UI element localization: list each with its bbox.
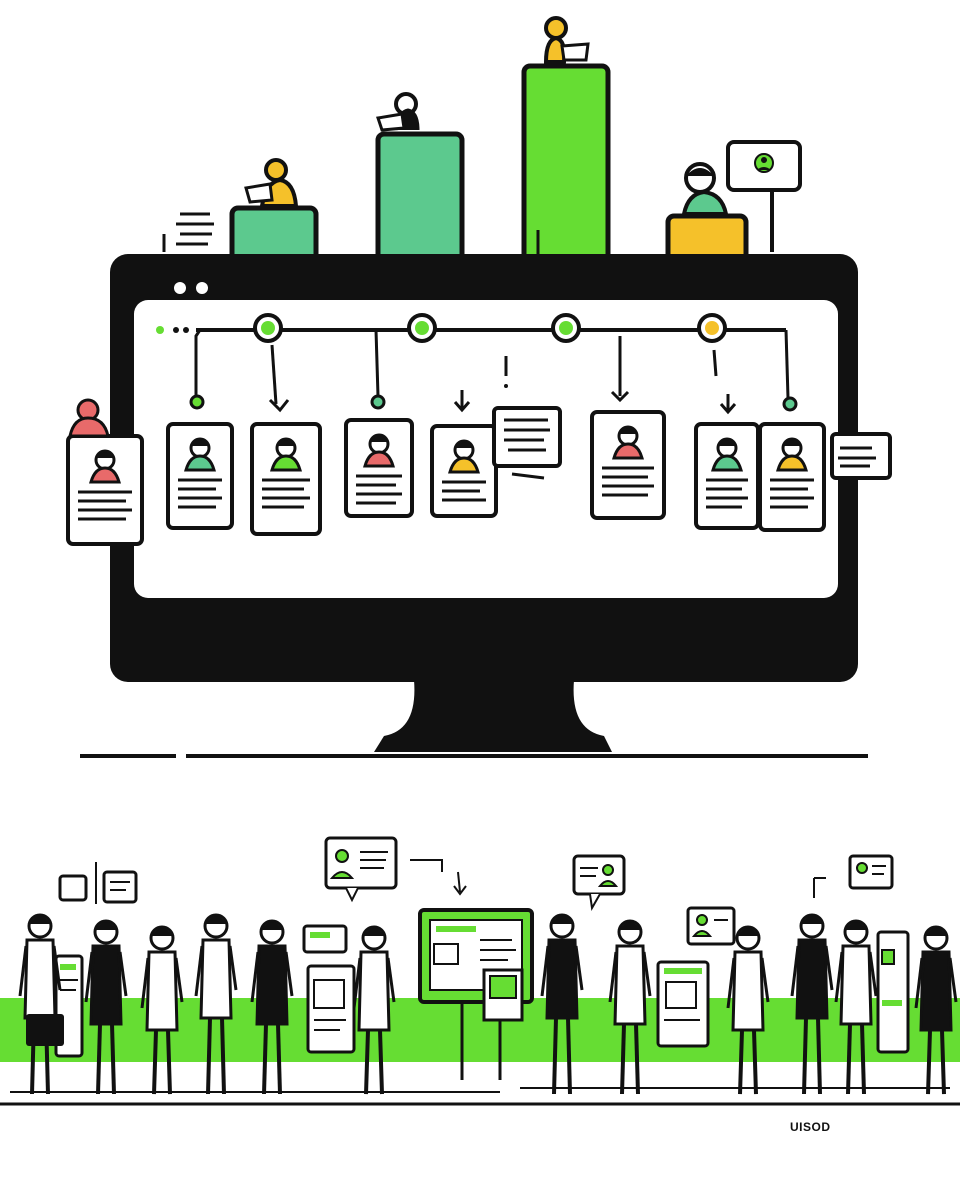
timeline-nodes [253, 313, 727, 343]
briefcase-icon [26, 1014, 64, 1046]
person-figure [194, 913, 238, 1095]
person-avatar-icon [776, 437, 808, 472]
speech-bubble-small-left [58, 862, 138, 904]
timeline-node [551, 313, 581, 343]
person-figure [18, 913, 62, 1095]
chat-bubble-icon [726, 140, 802, 252]
profile-card [66, 434, 144, 546]
profile-card [344, 418, 414, 518]
person-with-laptop-icon [376, 92, 420, 132]
timeline-node [407, 313, 437, 343]
person-figure [84, 919, 128, 1095]
profile-card [758, 422, 826, 532]
artist-signature: UISOD [790, 1120, 831, 1134]
person-avatar-icon [270, 437, 302, 472]
profile-card [430, 424, 498, 518]
person-figure [352, 925, 396, 1095]
note-card-center [492, 406, 562, 480]
person-avatar-icon [612, 425, 644, 460]
person-figure [540, 913, 584, 1095]
person-figure [726, 925, 770, 1095]
person-avatar-icon [363, 433, 395, 468]
person-with-laptop-icon [244, 158, 299, 208]
speech-bubble-profile-right [572, 854, 626, 912]
person-avatar-icon [681, 162, 729, 216]
person-figure [834, 919, 878, 1095]
note-card-right [830, 432, 892, 480]
standing-board-far-right [876, 930, 910, 1054]
crowd-people [18, 913, 958, 1095]
timeline-node [697, 313, 727, 343]
speech-bubble-left-mid [302, 924, 348, 954]
person-figure [608, 919, 652, 1095]
profile-card [590, 410, 666, 520]
speech-bubble-profile-center [324, 836, 467, 903]
timeline [156, 326, 798, 415]
speech-bubble-profile-mid-right [686, 906, 736, 946]
standing-board-right [656, 960, 710, 1048]
person-figure [914, 925, 958, 1095]
crowd-illustration [0, 836, 960, 1106]
profile-card [694, 422, 760, 530]
bar-column-3 [521, 16, 611, 303]
person-avatar-icon [184, 437, 216, 472]
profile-card [250, 422, 322, 536]
person-figure [790, 913, 834, 1095]
person-figure [140, 925, 184, 1095]
profile-card [166, 422, 234, 530]
speech-bubble-profile-far-right [813, 854, 894, 898]
outside-person-card [68, 398, 110, 438]
central-display-board [418, 908, 534, 1080]
person-figure [250, 919, 294, 1095]
monitor-illustration [66, 16, 892, 758]
profile-cards [66, 410, 826, 546]
standing-board-center-left [306, 964, 356, 1054]
person-avatar-icon [89, 449, 121, 484]
person-with-laptop-icon [543, 16, 590, 64]
timeline-node [253, 313, 283, 343]
person-avatar-icon [448, 439, 480, 474]
document-lines-icon [162, 212, 214, 252]
person-avatar-icon [711, 437, 743, 472]
